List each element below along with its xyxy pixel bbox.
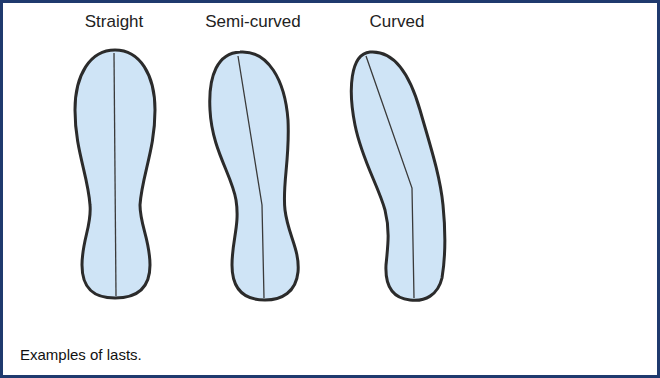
semi-curved-last (210, 52, 298, 300)
figure-caption: Examples of lasts. (20, 346, 142, 363)
last-type-label: Curved (370, 12, 425, 32)
last-type-label: Straight (85, 12, 144, 32)
curved-last (351, 52, 444, 300)
straight-last (75, 50, 155, 298)
last-centre-line (238, 56, 264, 298)
last-type-label: Semi-curved (205, 12, 300, 32)
last-centre-line (114, 53, 116, 296)
last-centre-line (366, 56, 414, 298)
